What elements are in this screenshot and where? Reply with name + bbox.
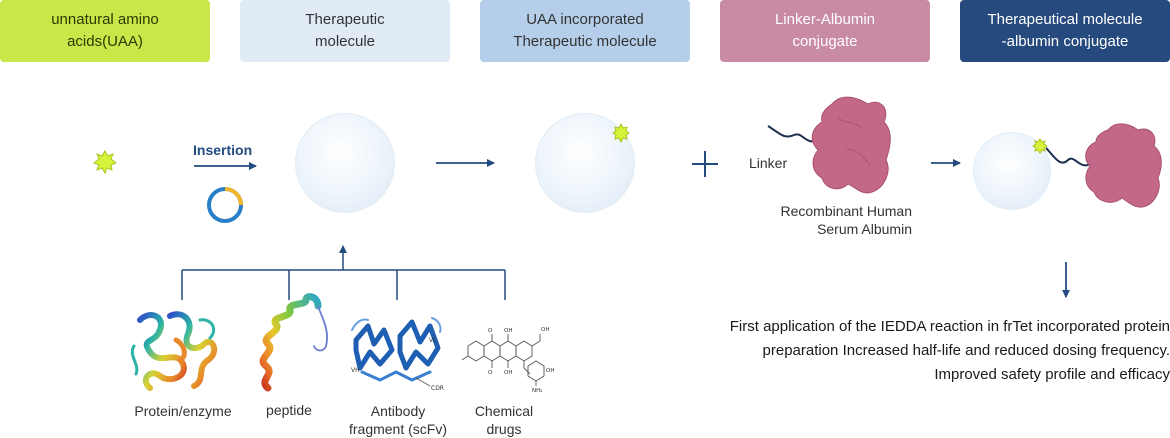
source-label-peptide: peptide xyxy=(266,402,312,418)
antibody-fragment-icon: CDR VH VL xyxy=(351,317,444,392)
source-label-chemical: Chemical drugs xyxy=(474,403,534,437)
svg-text:OH: OH xyxy=(504,370,512,376)
chemical-structure-icon: O OH O OH OH NH₂ OH xyxy=(461,327,554,394)
header-uaa-incorporated-label: UAA incorporated Therapeutic molecule xyxy=(513,11,657,50)
svg-text:VH: VH xyxy=(351,367,360,374)
source-label-antibody: Antibody fragment (scFv) xyxy=(348,403,447,437)
protein-structure-icon xyxy=(130,311,218,391)
albumin-label: Recombinant Human Serum Albumin xyxy=(780,203,912,237)
conjugate-star-icon xyxy=(1032,138,1048,154)
svg-text:O: O xyxy=(488,328,493,334)
plus-icon xyxy=(692,151,718,177)
svg-text:OH: OH xyxy=(541,327,549,333)
conjugate-albumin-icon xyxy=(1085,123,1162,208)
svg-text:CDR: CDR xyxy=(431,385,444,392)
uaa-star-icon xyxy=(93,150,117,175)
source-label-protein: Protein/enzyme xyxy=(134,403,232,419)
svg-text:O: O xyxy=(488,370,493,376)
conjugate-linker-line xyxy=(1045,147,1091,167)
header-uaa-incorporated: UAA incorporated Therapeutic molecule xyxy=(480,0,690,62)
svg-text:VL: VL xyxy=(429,337,437,344)
header-conjugate: Therapeutical molecule -albumin conjugat… xyxy=(960,0,1170,62)
svg-text:OH: OH xyxy=(504,328,512,334)
header-linker-albumin: Linker-Albumin conjugate xyxy=(720,0,930,62)
linker-line xyxy=(767,125,819,143)
svg-text:NH₂: NH₂ xyxy=(532,388,542,394)
therapeutic-molecule-circle xyxy=(295,113,395,213)
svg-text:OH: OH xyxy=(546,368,554,374)
header-therapeutic-molecule: Therapeutic molecule xyxy=(240,0,450,62)
outcome-line: First application of the IEDDA reaction … xyxy=(729,318,1170,335)
header-uaa: unnatural amino acids(UAA) xyxy=(0,0,210,62)
peptide-helix-icon xyxy=(259,293,328,392)
header-linker-albumin-label: Linker-Albumin conjugate xyxy=(774,11,876,50)
outcome-line: preparation Increased half-life and redu… xyxy=(762,342,1170,359)
outcome-text: First application of the IEDDA reaction … xyxy=(650,315,1170,387)
plasmid-icon xyxy=(207,187,243,223)
albumin-texture xyxy=(837,117,871,167)
source-bracket xyxy=(181,245,506,300)
header-uaa-label: unnatural amino acids(UAA) xyxy=(51,11,159,50)
albumin-icon xyxy=(811,96,891,194)
insertion-label: Insertion xyxy=(193,142,253,158)
linker-label: Linker xyxy=(749,155,788,171)
outcome-line: Improved safety profile and efficacy xyxy=(934,366,1170,383)
header-therapeutic-molecule-label: Therapeutic molecule xyxy=(305,11,385,50)
header-conjugate-label: Therapeutical molecule -albumin conjugat… xyxy=(987,11,1143,50)
uaa-incorporated-star-icon xyxy=(612,122,630,144)
